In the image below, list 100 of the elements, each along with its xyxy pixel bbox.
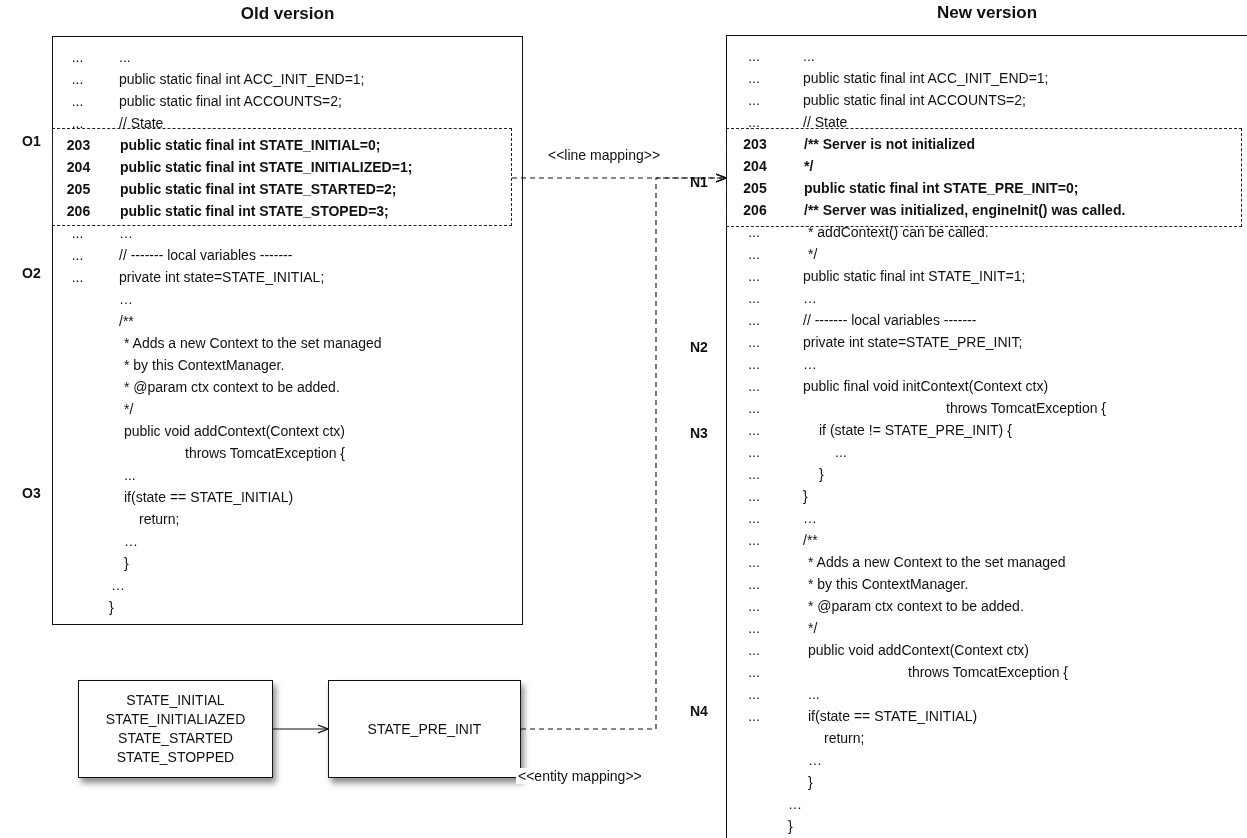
line-number: ... xyxy=(747,531,761,550)
line-number: ... xyxy=(70,48,85,67)
line-number: 206 xyxy=(65,202,92,221)
code-line: public final void initContext(Context ctx) xyxy=(803,377,1049,396)
code-line: } xyxy=(808,773,813,792)
marker-label: N3 xyxy=(690,425,708,441)
line-number: 203 xyxy=(742,135,768,154)
code-line: return; xyxy=(824,729,865,748)
entity-box xyxy=(78,680,273,778)
line-number: ... xyxy=(747,267,761,286)
panel-title: Old version xyxy=(239,4,336,24)
code-line: public static final int ACC_INIT_END=1; xyxy=(803,69,1049,88)
line-number: ... xyxy=(747,619,761,638)
line-number: 203 xyxy=(65,136,92,155)
code-line: throws TomcatException { xyxy=(908,663,1069,682)
code-line: } xyxy=(788,817,793,836)
line-number: ... xyxy=(747,421,761,440)
code-line: public static final int STATE_PRE_INIT=0; xyxy=(804,179,1079,198)
code-line: … xyxy=(111,576,125,595)
line-number: ... xyxy=(747,47,761,66)
code-line: */ xyxy=(808,619,818,638)
marker-label: O1 xyxy=(22,133,41,149)
line-number: ... xyxy=(747,663,761,682)
line-number: ... xyxy=(70,114,85,133)
code-line: } xyxy=(124,554,129,573)
code-line: private int state=STATE_PRE_INIT; xyxy=(803,333,1023,352)
highlight-region xyxy=(726,128,1242,227)
code-line: ... xyxy=(119,48,131,67)
code-line: … xyxy=(808,751,822,770)
code-line: return; xyxy=(139,510,180,529)
code-line: /** Server was initialized, engineInit() was called. xyxy=(804,201,1126,220)
code-line: } xyxy=(803,487,808,506)
code-line: // State xyxy=(803,113,848,132)
line-number: ... xyxy=(747,311,761,330)
code-line: public static final int STATE_INITIALIZED=1; xyxy=(120,158,413,177)
code-line: if(state == STATE_INITIAL) xyxy=(124,488,294,507)
line-number: ... xyxy=(747,487,761,506)
line-number: ... xyxy=(747,245,761,264)
dashed-arrow xyxy=(520,173,727,730)
line-number: ... xyxy=(747,399,761,418)
line-number: ... xyxy=(747,91,761,110)
code-line: public static final int STATE_STOPED=3; xyxy=(120,202,389,221)
state-name: STATE_STOPPED xyxy=(116,748,235,767)
code-line: throws TomcatException { xyxy=(946,399,1107,418)
line-number: ... xyxy=(747,509,761,528)
state-name: STATE_INITIAL xyxy=(126,691,225,710)
edge-label: <<line mapping>> xyxy=(546,147,663,163)
line-number: ... xyxy=(70,70,85,89)
line-number: ... xyxy=(70,246,85,265)
code-line: … xyxy=(119,290,133,309)
code-line: } xyxy=(819,465,824,484)
code-line: } xyxy=(109,598,114,617)
code-line: … xyxy=(788,795,802,814)
panel-title: New version xyxy=(935,3,1039,23)
code-line: public void addContext(Context ctx) xyxy=(808,641,1029,660)
code-line: throws TomcatException { xyxy=(185,444,346,463)
edge-label: <<entity mapping>> xyxy=(516,768,644,784)
line-number: ... xyxy=(747,223,761,242)
code-line: public static final int STATE_INITIAL=0; xyxy=(120,136,381,155)
code-line: … xyxy=(803,355,817,374)
code-line: /** xyxy=(119,312,134,331)
code-line: … xyxy=(803,509,817,528)
marker-label: O3 xyxy=(22,485,41,501)
code-line: // State xyxy=(119,114,164,133)
line-number: 204 xyxy=(742,157,768,176)
code-line: if(state == STATE_INITIAL) xyxy=(808,707,978,726)
line-number: ... xyxy=(747,685,761,704)
code-line: */ xyxy=(808,245,818,264)
line-number: ... xyxy=(70,224,85,243)
line-number: ... xyxy=(747,443,761,462)
code-line: public static final int ACCOUNTS=2; xyxy=(119,92,342,111)
code-line: if (state != STATE_PRE_INIT) { xyxy=(819,421,1012,440)
code-line: * by this ContextManager. xyxy=(124,356,285,375)
line-number: ... xyxy=(747,69,761,88)
code-line: public static final int STATE_INIT=1; xyxy=(803,267,1026,286)
code-line: */ xyxy=(804,157,814,176)
line-number: ... xyxy=(747,355,761,374)
marker-label: N1 xyxy=(690,174,708,190)
code-line: * Adds a new Context to the set managed xyxy=(124,334,382,353)
code-line: public static final int ACC_INIT_END=1; xyxy=(119,70,365,89)
code-line: */ xyxy=(124,400,134,419)
line-number: ... xyxy=(747,575,761,594)
code-line: // ------- local variables ------- xyxy=(803,311,977,330)
marker-label: N2 xyxy=(690,339,708,355)
line-number: ... xyxy=(747,113,761,132)
arrow xyxy=(272,724,329,734)
highlight-region xyxy=(52,128,512,226)
code-line: * by this ContextManager. xyxy=(808,575,969,594)
code-line: … xyxy=(803,289,817,308)
line-number: ... xyxy=(747,289,761,308)
line-number: ... xyxy=(747,333,761,352)
state-name: STATE_STARTED xyxy=(118,729,233,748)
line-number: ... xyxy=(747,597,761,616)
line-number: ... xyxy=(747,553,761,572)
code-line: * @param ctx context to be added. xyxy=(124,378,340,397)
code-line: public static final int ACCOUNTS=2; xyxy=(803,91,1026,110)
code-line: … xyxy=(124,532,138,551)
line-number: ... xyxy=(747,641,761,660)
code-line: * @param ctx context to be added. xyxy=(808,597,1024,616)
state-name: STATE_INITIALIAZED xyxy=(105,710,246,729)
